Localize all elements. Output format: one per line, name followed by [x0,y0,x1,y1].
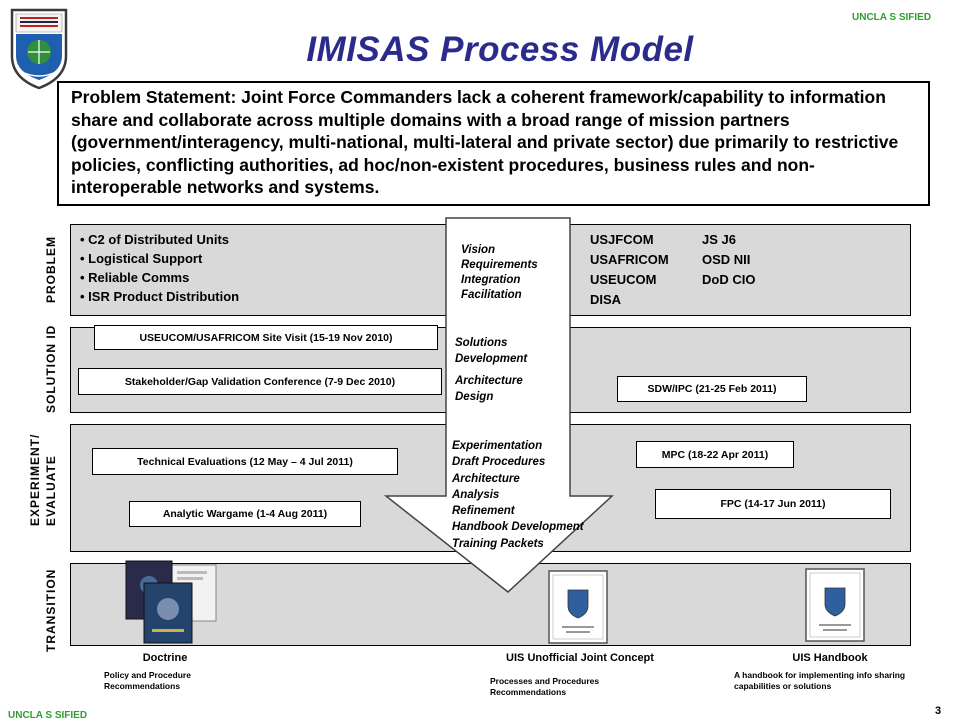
org-name: DISA [590,292,622,307]
organization-list: USJFCOM JS J6 USAFRICOM OSD NII USEUCOM … [590,230,782,310]
arrow-step: Refinement [452,505,515,518]
org-name: DoD CIO [702,272,756,287]
phase-label-evaluate: EVALUATE [44,455,58,526]
event-stakeholder-conference: Stakeholder/Gap Validation Conference (7… [78,368,442,395]
arrow-text-solution: Solutions Development Architecture Desig… [455,335,527,405]
arrow-step: Draft Procedures [452,456,546,469]
event-analytic-wargame: Analytic Wargame (1-4 Aug 2011) [129,501,361,527]
event-sdw-ipc: SDW/IPC (21-25 Feb 2011) [617,376,807,402]
page-title: IMISAS Process Model [306,30,694,69]
classification-banner-top: UNCLA S SIFIED [852,12,932,23]
concept-caption: UIS Unofficial Joint Concept [506,652,654,664]
classification-banner-bottom: UNCLA S SIFIED [8,710,88,721]
org-name: OSD NII [702,252,751,267]
arrow-text-experiment: Experimentation Draft Procedures Archite… [452,438,584,552]
phase-label-solution-id: SOLUTION ID [44,324,58,413]
concept-subcaption: Processes and Procedures Recommendations [490,676,600,697]
arrow-step: Experimentation [452,440,543,452]
doctrine-caption: Doctrine [142,652,188,664]
arrow-step: Analysis [452,488,500,501]
arrow-step: Solutions [455,337,508,349]
handbook-document-image [805,568,865,642]
event-site-visit: USEUCOM/USAFRICOM Site Visit (15-19 Nov … [94,325,438,350]
problem-bullet: • Reliable Comms [80,270,190,285]
arrow-step: Development [455,353,528,365]
org-name: USEUCOM [590,272,657,287]
problem-bullet-list: • C2 of Distributed Units • Logistical S… [80,230,239,306]
problem-statement: Problem Statement: Joint Force Commander… [57,81,930,206]
arrow-step: Integration [461,274,521,286]
handbook-caption: UIS Handbook [792,652,868,664]
page-number: 3 [935,705,942,717]
arrow-step: Design [455,391,494,403]
arrow-text-problem: Vision Requirements Integration Facilita… [461,243,538,303]
event-technical-evaluations: Technical Evaluations (12 May – 4 Jul 20… [92,448,398,475]
handbook-subcaption: A handbook for implementing info sharing… [734,670,906,691]
event-mpc: MPC (18-22 Apr 2011) [636,441,794,468]
arrow-step: Architecture [455,375,523,387]
arrow-step: Facilitation [461,289,522,301]
arrow-step: Requirements [461,259,538,271]
arrow-step: Handbook Development [452,521,584,534]
process-flow-arrow [384,217,614,593]
doctrine-subcaption: Policy and Procedure Recommendations [104,670,191,691]
arrow-step: Training Packets [452,537,544,550]
event-fpc: FPC (14-17 Jun 2011) [655,489,891,519]
phase-label-experiment: EXPERIMENT/ [28,433,42,526]
problem-bullet: • C2 of Distributed Units [80,232,229,247]
problem-bullet: • ISR Product Distribution [80,289,240,304]
command-seal-logo [10,8,68,90]
arrow-step: Architecture [452,472,520,485]
doctrine-books-image [125,560,217,644]
phase-label-problem: PROBLEM [44,236,58,303]
org-name: USAFRICOM [590,252,669,267]
org-name: JS J6 [702,232,736,247]
concept-document-image [548,570,608,644]
org-name: USJFCOM [590,232,654,247]
arrow-step: Vision [461,244,496,256]
phase-label-transition: TRANSITION [44,568,58,652]
problem-bullet: • Logistical Support [80,251,203,266]
